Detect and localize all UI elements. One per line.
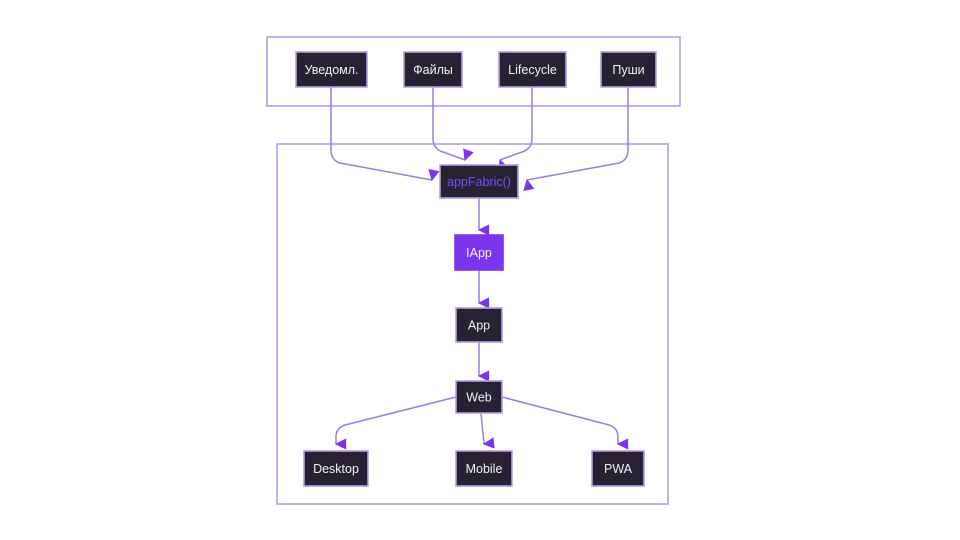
edge-files-appfabric [432,87,474,162]
edge-notifications-appfabric [330,87,440,182]
node-box-notifications[interactable] [295,51,368,88]
node-box-files[interactable] [403,51,463,88]
node-notifications[interactable]: Уведомл. [295,51,368,88]
edge-web-mobile [480,412,495,449]
node-box-mobile[interactable] [455,450,513,487]
node-box-lifecycle[interactable] [498,51,567,88]
edge-web-desktop [334,396,457,450]
node-desktop[interactable]: Desktop [303,450,369,487]
node-push[interactable]: Пуши [600,51,657,88]
node-iapp[interactable]: IApp [454,234,504,271]
edges [330,87,629,450]
node-box-web[interactable] [455,380,503,414]
node-web[interactable]: Web [455,380,503,414]
node-files[interactable]: Файлы [403,51,463,88]
edge-lifecycle-appfabric [498,87,533,172]
node-box-app[interactable] [455,307,503,343]
nodes: Уведомл. Файлы Lifecycle Пуши appFabric() IAp… [295,51,657,487]
node-box-appfabric[interactable] [439,164,519,199]
node-app[interactable]: App [455,307,503,343]
edge-web-pwa [501,396,629,450]
edge-push-appfabric [523,87,629,191]
group-frame-sources-group [266,36,681,107]
node-appfabric[interactable]: appFabric() [439,164,519,199]
node-pwa[interactable]: PWA [591,450,645,487]
node-box-iapp[interactable] [454,234,504,271]
node-lifecycle[interactable]: Lifecycle [498,51,567,88]
node-box-push[interactable] [600,51,657,88]
node-box-pwa[interactable] [591,450,645,487]
node-box-desktop[interactable] [303,450,369,487]
group-frame-runtime-group [276,143,669,505]
group-frames [266,36,681,505]
node-mobile[interactable]: Mobile [455,450,513,487]
